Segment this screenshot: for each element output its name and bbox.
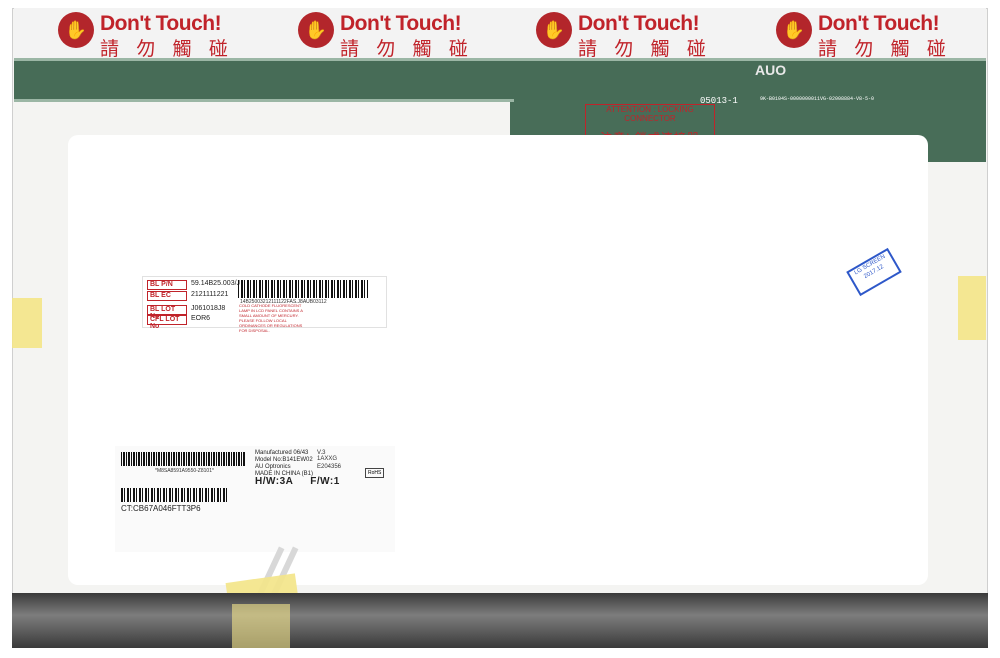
hand-stop-icon: ✋: [58, 12, 94, 48]
hand-stop-icon: ✋: [298, 12, 334, 48]
warning-title: Don't Touch!: [578, 12, 700, 35]
backlight-label: BL P/N 59.14B25.003/J BL EC 2121111221 B…: [142, 276, 387, 333]
yellow-tape: [232, 604, 290, 648]
label-value: J061018J8: [191, 305, 226, 312]
hand-stop-icon: ✋: [776, 12, 812, 48]
manufactured-date: Manufactured 06/43: [255, 450, 309, 456]
label-key: CFL LOT No: [147, 315, 187, 330]
ct-code: CT:CB67A046FTT3P6: [121, 504, 201, 513]
label-key: BL EC: [147, 291, 187, 301]
pcb-strip: [14, 58, 986, 102]
label-value: 59.14B25.003/J: [191, 280, 241, 287]
warning-title: Don't Touch!: [340, 12, 462, 35]
warning-title: Don't Touch!: [100, 12, 222, 35]
ul-number: E204356: [317, 464, 342, 470]
rohs-mark: RoHS: [365, 468, 385, 478]
dont-touch-warning: ✋ Don't Touch! 請 勿 觸 碰: [58, 12, 248, 60]
hand-stop-icon: ✋: [536, 12, 572, 48]
attention-text: ATTENTION : LOCKING CONNECTOR: [606, 105, 694, 123]
barcode-text: *M8SA8591A9550-Z8101*: [155, 468, 214, 474]
warning-band: [14, 8, 986, 58]
barcode: [238, 280, 368, 298]
origin: MADE IN CHINA (B1): [255, 471, 314, 477]
warning-cjk: 請 勿 觸 碰: [340, 39, 474, 60]
hardware-version: H/W:3A: [255, 476, 293, 487]
model-label: *M8SA8591A9550-Z8101* Manufactured 06/43…: [115, 446, 395, 552]
pcb-edge: [14, 58, 986, 61]
certification-marks: V.3 1AXXG E204356: [317, 450, 341, 470]
warning-cjk: 請 勿 觸 碰: [578, 39, 712, 60]
pcb-serial: 9K-B0104S-0000000011VG-02008884-V8-5-0: [760, 96, 875, 102]
warning-cjk: 請 勿 觸 碰: [818, 39, 952, 60]
label-row: BL EC 2121111221: [147, 291, 231, 301]
firmware-version: F/W:1: [310, 476, 340, 487]
dont-touch-warning: ✋ Don't Touch! 請 勿 觸 碰: [298, 12, 488, 60]
label-value: EOR6: [191, 315, 211, 322]
label-key: BL LOT No: [147, 305, 187, 320]
pcb-code: 05013-1: [700, 96, 738, 106]
version: V.3: [317, 450, 326, 456]
yellow-tape: [958, 276, 986, 340]
pcb-brand: AUO: [755, 62, 787, 78]
dont-touch-warning: ✋ Don't Touch! 請 勿 觸 碰: [776, 12, 966, 60]
barcode: [121, 488, 229, 502]
barcode-text: 14B25003212111122FAS.J8AUB03112: [240, 299, 327, 305]
warning-cjk: 請 勿 觸 碰: [100, 39, 234, 60]
label-key: BL P/N: [147, 280, 187, 290]
label-row: CFL LOT No EOR6: [147, 315, 231, 330]
ul-code: 1AXXG: [317, 456, 338, 462]
label-row: BL LOT No J061018J8: [147, 305, 231, 320]
bottom-metal-strip: [12, 593, 988, 648]
dont-touch-warning: ✋ Don't Touch! 請 勿 觸 碰: [536, 12, 726, 60]
mercury-warning: COLD CATHODE FLUORESCENT LAMP IN LCD PAN…: [239, 303, 303, 333]
pcb-edge: [14, 99, 514, 102]
yellow-tape: [12, 298, 42, 348]
model-number: Model No:B141EW02: [255, 457, 313, 463]
warning-title: Don't Touch!: [818, 12, 940, 35]
barcode: [121, 452, 245, 466]
label-row: BL P/N 59.14B25.003/J: [147, 280, 241, 290]
maker-name: AU Optronics: [255, 464, 291, 470]
manufacture-info: Manufactured 06/43 Model No:B141EW02 AU …: [255, 450, 313, 478]
label-value: 2121111221: [191, 291, 229, 298]
hw-fw: H/W:3A F/W:1: [255, 476, 340, 487]
